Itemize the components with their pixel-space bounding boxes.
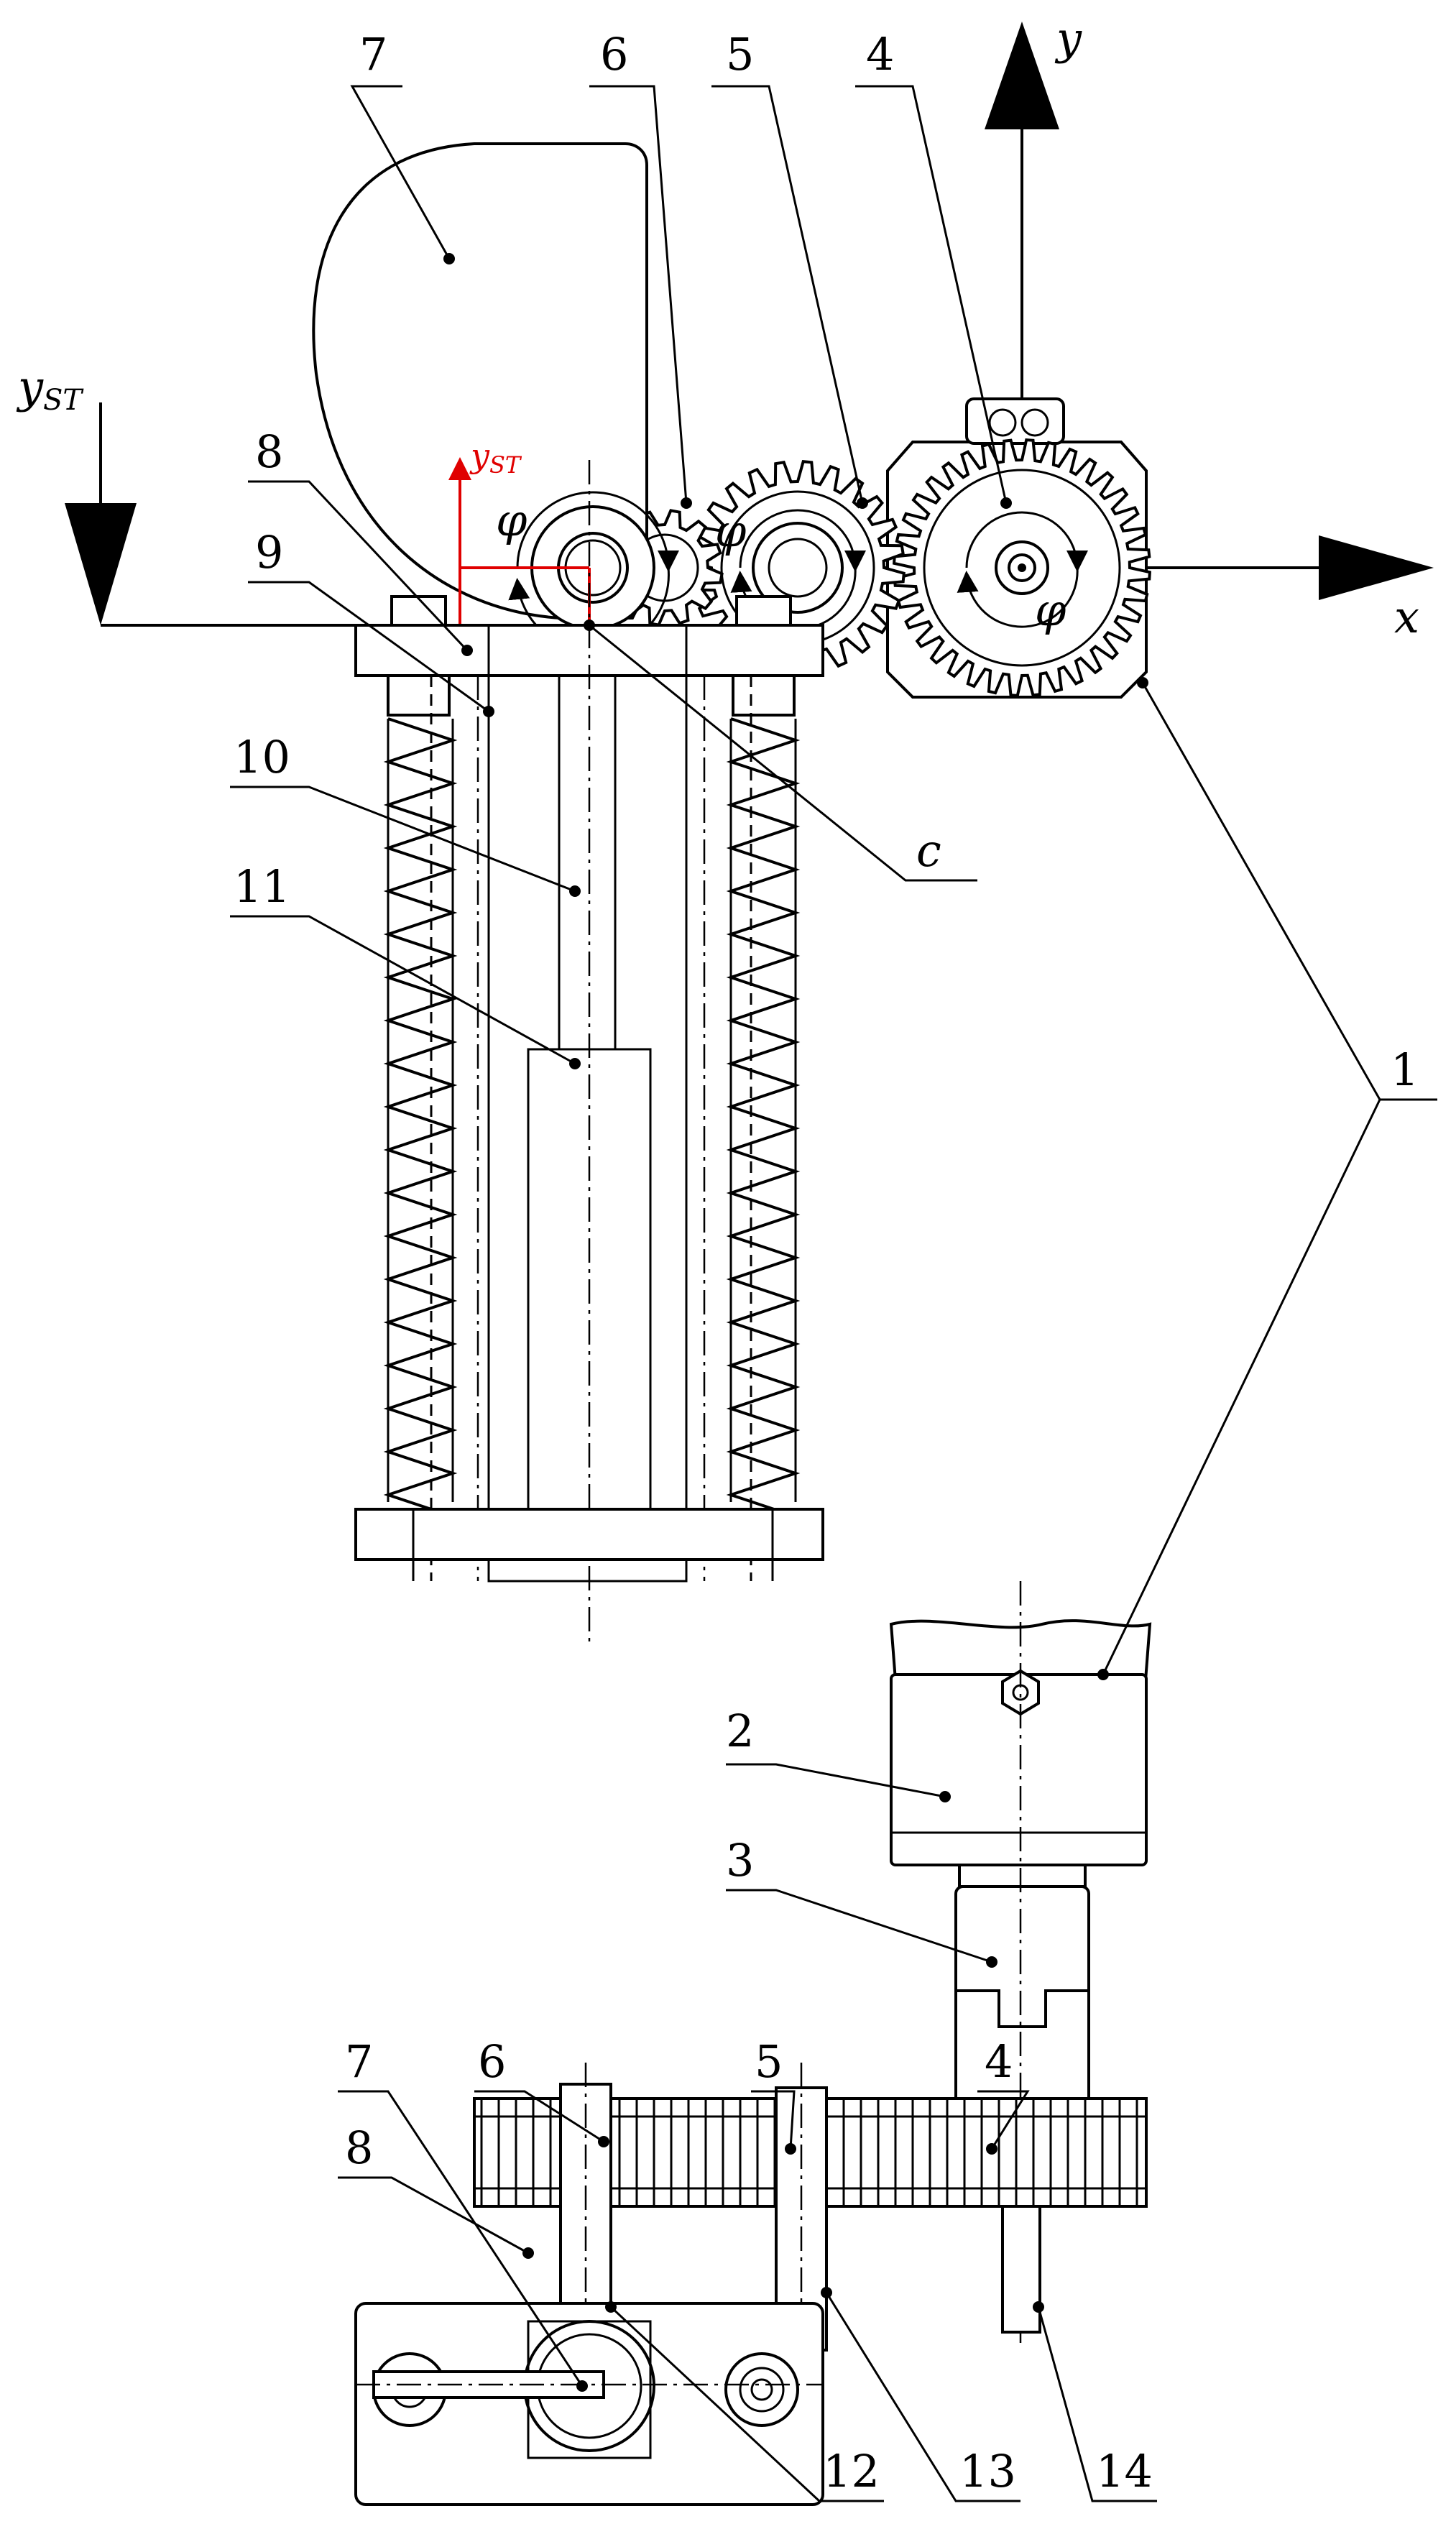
base-plate xyxy=(354,1508,824,1581)
leader-dot xyxy=(986,2143,997,2155)
leader-line xyxy=(248,581,489,713)
label-11: 11 xyxy=(234,860,290,913)
leader-dot xyxy=(576,2380,588,2392)
leader-dot xyxy=(986,1956,997,1968)
label-13: 13 xyxy=(959,2445,1016,2497)
phi-label-gear5: φ xyxy=(715,505,747,557)
leader-dot xyxy=(443,253,455,264)
leader-dot xyxy=(821,2287,832,2298)
leader-line xyxy=(338,2176,529,2254)
yst-follower-label: yST xyxy=(469,436,522,479)
springs xyxy=(383,717,801,1539)
leader-dot xyxy=(857,497,868,509)
yst-arrowhead xyxy=(65,503,137,625)
label-5-side: 5 xyxy=(755,2035,783,2088)
leader-line xyxy=(589,624,977,882)
label-8-side: 8 xyxy=(345,2122,373,2174)
cam-7 xyxy=(312,142,648,620)
label-9: 9 xyxy=(255,526,283,579)
leader-dot xyxy=(569,1058,581,1069)
follower-bolts xyxy=(387,595,796,717)
label-5-top: 5 xyxy=(726,28,754,80)
leader-line xyxy=(589,85,688,504)
leader-line xyxy=(855,85,1008,504)
label-14: 14 xyxy=(1096,2445,1153,2497)
leader-dot xyxy=(584,620,595,631)
leader-line xyxy=(751,2090,796,2150)
leader-dot xyxy=(569,885,581,897)
label-6-side: 6 xyxy=(478,2035,506,2088)
leader-line xyxy=(711,85,864,504)
leader-line xyxy=(977,2090,1030,2150)
leader-dot xyxy=(598,2136,609,2147)
label-10: 10 xyxy=(234,731,290,783)
x-axis-arrowhead xyxy=(1319,535,1434,600)
spring-left xyxy=(383,717,458,1539)
leader-line xyxy=(609,2306,884,2502)
leader-line xyxy=(350,85,451,259)
guide-9 xyxy=(430,624,752,1583)
label-2: 2 xyxy=(726,1705,754,1757)
leader-dot xyxy=(1033,2301,1044,2313)
leader-dot xyxy=(785,2143,796,2155)
leader-dot xyxy=(681,497,692,509)
leader-line xyxy=(726,1763,946,1798)
spring-right xyxy=(726,717,801,1539)
label-7-side: 7 xyxy=(345,2035,373,2088)
leader-line xyxy=(825,2292,1020,2502)
label-7-top: 7 xyxy=(359,28,387,80)
leader-dot xyxy=(522,2247,534,2259)
leader-line xyxy=(726,1889,992,1963)
coordinate-axes: y x yST xyxy=(16,12,1434,643)
phi-label-cam: φ xyxy=(496,494,527,546)
leader-line xyxy=(338,2090,584,2387)
leader-dot xyxy=(939,1791,951,1802)
part-labels: 1 2 3 4 5 6 7 8 9 10 11 c 7 6 5 4 8 12 1… xyxy=(234,28,1419,2497)
base-side xyxy=(354,2302,824,2506)
label-6-top: 6 xyxy=(600,28,628,80)
x-axis-label: x xyxy=(1394,591,1419,643)
label-3: 3 xyxy=(726,1834,754,1887)
y-axis-arrowhead xyxy=(985,22,1059,129)
label-4-side: 4 xyxy=(985,2035,1013,2088)
gear-root-circle xyxy=(923,469,1121,667)
leader-line xyxy=(1141,682,1437,1101)
leader-line xyxy=(230,915,576,1065)
leader-line xyxy=(474,2090,604,2143)
leader-dot xyxy=(461,645,473,656)
y-axis-label: y xyxy=(1054,12,1082,65)
label-1: 1 xyxy=(1391,1044,1419,1096)
label-12: 12 xyxy=(823,2445,880,2497)
gear5-hub xyxy=(752,522,844,614)
leader-dot xyxy=(1000,497,1012,509)
leader-line xyxy=(1037,2306,1157,2502)
label-4-top: 4 xyxy=(866,28,894,80)
follower-coordinate: yST xyxy=(448,436,591,625)
leader-line xyxy=(248,480,469,652)
leader-lines xyxy=(230,85,1437,2502)
rod-10 xyxy=(558,674,617,1051)
leader-dot xyxy=(483,706,494,717)
label-8-top: 8 xyxy=(255,425,283,478)
yst-axis-label: yST xyxy=(16,361,84,417)
label-c: c xyxy=(916,824,941,877)
phi-label-gear4: φ xyxy=(1035,584,1066,636)
leader-line xyxy=(230,786,576,893)
leader-dot xyxy=(1137,677,1148,688)
leader-line xyxy=(1102,1099,1381,1675)
leader-dot xyxy=(605,2301,617,2313)
leader-dot xyxy=(1097,1669,1109,1680)
